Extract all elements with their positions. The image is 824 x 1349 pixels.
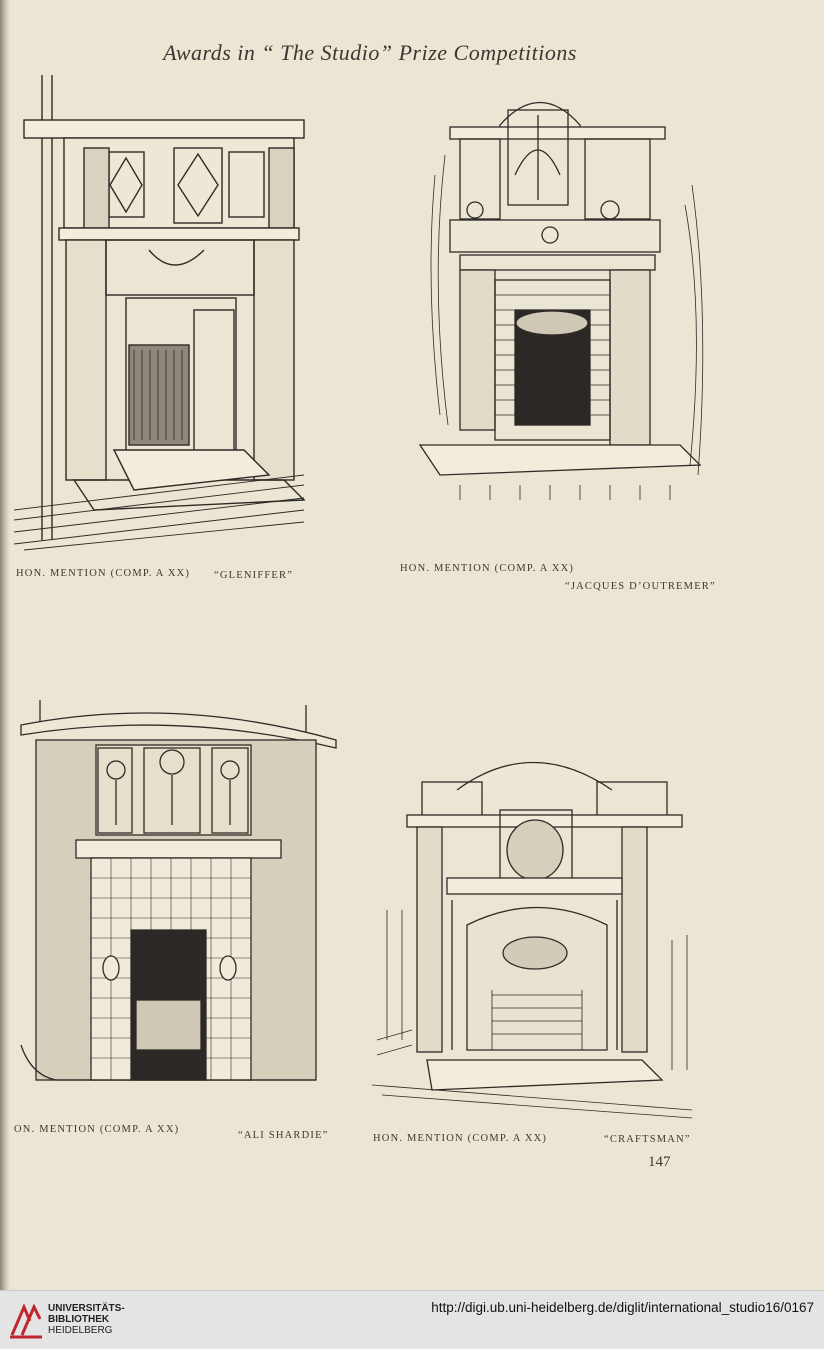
plate-caption-left: on. mention (comp. a xx) [14,1124,180,1135]
fireplace-illustration-jacques [418,102,704,500]
institution-line-3: HEIDELBERG [48,1325,113,1336]
plate-craftsman: Hon. mention (comp. a xx) “Craftsman” [372,740,702,1145]
fireplace-illustration-craftsman [372,761,693,1119]
plate-caption-right: “Jacques d’Outremer” [565,581,716,592]
permalink-url[interactable]: http://digi.ub.uni-heidelberg.de/diglit/… [431,1300,814,1315]
plate-caption-right: “Ali Shardie” [238,1130,329,1141]
plate-jacques: Hon. mention (comp. a xx) “Jacques d’Out… [400,85,720,592]
plate-caption-right: “Craftsman” [604,1134,691,1145]
plate-caption-left: Hon. mention (comp. a xx) [400,563,575,574]
page-spine-shadow [0,0,10,1290]
plate-gleniffer: Hon. mention (comp. a xx) “Gleniffer” [14,70,314,581]
university-library-logo-icon [10,1303,42,1339]
institution-name: UNIVERSITÄTS- BIBLIOTHEK HEIDELBERG [48,1303,125,1336]
plate-caption-left: Hon. mention (comp. a xx) [16,568,191,579]
plate-caption-right: “Gleniffer” [214,570,294,581]
plate-ali: on. mention (comp. a xx) “Ali Shardie” [14,700,341,1141]
institution-line-1: UNIVERSITÄTS- [48,1303,125,1314]
running-head: Awards in “ The Studio” Prize Competitio… [163,40,577,65]
page-number: 147 [648,1154,671,1170]
fireplace-illustration-gleniffer [14,75,306,551]
fireplace-illustration-ali [20,700,337,1081]
viewer-footer: UNIVERSITÄTS- BIBLIOTHEK HEIDELBERG http… [0,1290,824,1349]
scanned-page: Awards in “ The Studio” Prize Competitio… [0,0,720,1290]
institution-line-2: BIBLIOTHEK [48,1314,110,1325]
plate-caption-left: Hon. mention (comp. a xx) [373,1133,548,1144]
